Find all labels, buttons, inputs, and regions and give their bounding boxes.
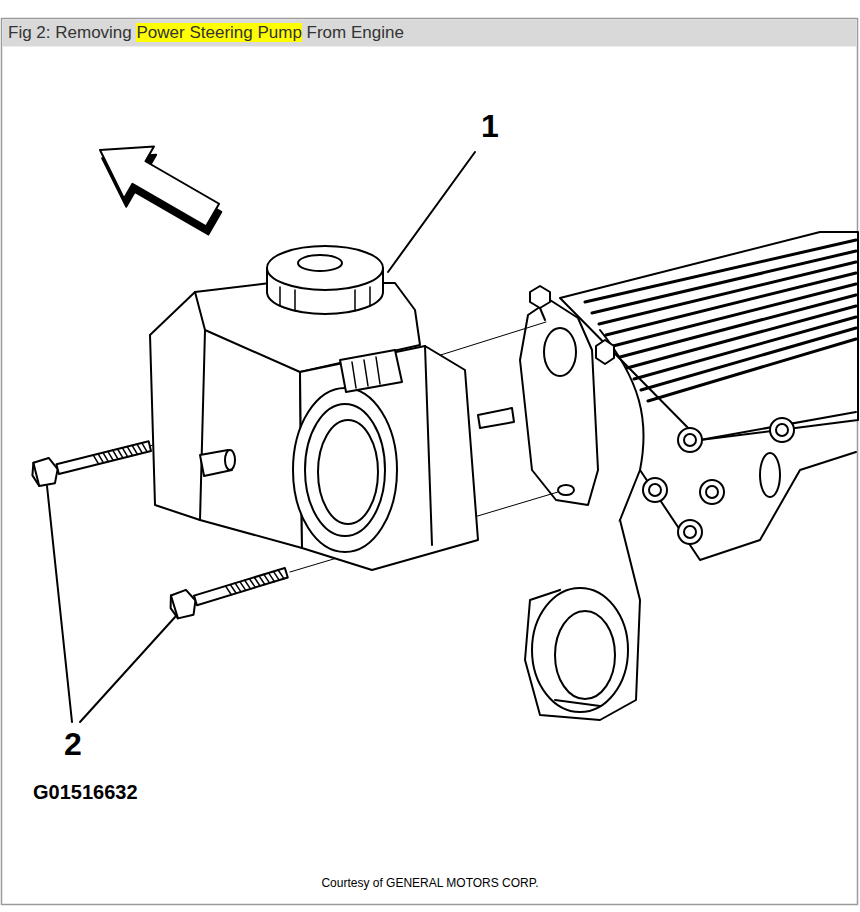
pump-body [293,346,514,570]
direction-arrow [82,124,233,249]
engine-casting [585,240,856,401]
callout-number: 1 [481,108,499,145]
engine-casting [525,520,640,720]
bolt [29,456,61,488]
engine-casting [648,339,856,401]
engine-casting [532,588,628,712]
pump-reservoir [354,290,356,311]
figure-code: G01516632 [33,781,138,804]
mounting-bracket [540,308,545,320]
engine-casting [678,428,702,452]
pump-body [364,360,368,386]
bolt [56,441,151,474]
bolt [167,560,290,620]
pump-body [425,346,432,545]
credit-line: Courtesy of GENERAL MOTORS CORP. [321,877,538,891]
pump-reservoir [298,255,342,271]
pump-body [293,388,397,552]
engine-casting [776,424,788,436]
pump-reservoir [267,246,383,290]
bolt [167,588,199,620]
bolt [29,434,153,489]
pump-body [340,350,402,392]
pump-body [318,420,378,524]
page-frame [2,19,858,905]
mounting-bracket [520,300,598,505]
page-frame [3,20,857,47]
engine-casting [555,700,600,706]
leader-line [80,616,176,722]
mounting-bracket [544,328,576,376]
callout-number: 2 [64,726,82,763]
engine-casting [684,526,696,538]
bolt [93,442,147,465]
pump-reservoir [280,287,370,311]
mounting-bracket [596,340,614,364]
engine-casting [643,418,794,544]
leader-line [47,152,475,722]
engine-casting [770,418,794,442]
leader-line [388,152,475,272]
pump-body [352,357,380,388]
pump-body [352,362,356,388]
pump-reservoir [279,287,281,306]
engine-casting [684,434,696,446]
engine-casting [678,520,702,544]
pump-body [478,408,514,428]
pump-reservoir [369,287,371,306]
engine-casting [641,328,856,390]
engine-casting [706,486,718,498]
engine-casting [640,452,856,560]
pump-reservoir [205,330,300,372]
bolt [33,463,39,486]
pump-body [305,404,385,536]
engine-casting [760,453,780,497]
pump-body [376,357,380,384]
mounting-bracket [520,286,614,505]
bolt [171,595,178,618]
engine-casting [649,484,661,496]
pump-reservoir [294,290,296,311]
pump-reservoir [225,450,235,470]
leader-line [47,486,72,722]
engine-casting [643,478,667,502]
mounting-bracket [558,485,574,495]
mounting-bracket [530,286,550,308]
pump-reservoir [195,292,205,520]
bolt [226,569,284,596]
engine-casting [555,611,615,699]
figure-title-bar: Fig 2: Removing Power Steering Pump From… [8,23,404,43]
bolt [194,568,288,605]
page-frame [2,19,858,905]
direction-arrow [85,124,228,241]
engine-casting [700,480,724,504]
figure-title: Fig 2: Removing Power Steering Pump From… [8,23,404,42]
